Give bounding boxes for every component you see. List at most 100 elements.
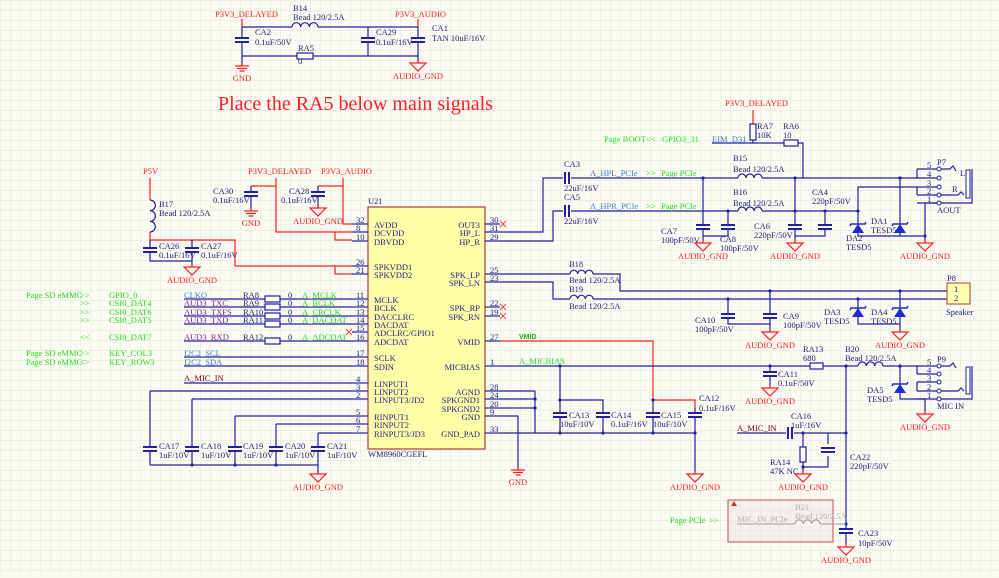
component-ref-da2: DA2: [846, 233, 863, 243]
net-label: AUD3_TXC: [184, 298, 228, 308]
audio-gnd-label: AUDIO_GND: [678, 251, 728, 261]
component-ref-ca9: CA9: [783, 311, 799, 321]
audio-ground-icon: [693, 240, 713, 252]
component-ref-ra13: RA13: [803, 344, 823, 354]
resistor-value: 0: [288, 332, 292, 342]
tvs-diode-icon: [894, 308, 906, 317]
rect: [818, 225, 832, 229]
component-value-ca6: 220pF/50V: [754, 230, 794, 240]
wire: [500, 340, 696, 408]
resistor-ref: RA11: [243, 315, 263, 325]
component-value-b15: Bead 120/2.5A: [733, 164, 785, 174]
component-ref-ra5: RA5: [298, 43, 314, 53]
gnd-label: GND: [233, 73, 251, 83]
resistor-ref: RA8: [243, 290, 259, 300]
capacitor-symbol: [185, 446, 199, 452]
capacitor-symbol: [839, 528, 853, 534]
audio-ground-icon: [308, 205, 328, 217]
tvs-diode-icon: [852, 224, 864, 233]
audio-gnd-label: AUDIO_GND: [293, 216, 343, 226]
power-net-label: P5V: [143, 166, 159, 176]
connector-pin-number: 1: [927, 390, 931, 400]
component-value-b20: Bead 120/2.5A: [845, 353, 897, 363]
codec-pin-name: DACCLRC: [374, 312, 414, 322]
net-label: AUD3_TXFS: [184, 307, 232, 317]
component-ref-ca23: CA23: [858, 528, 878, 538]
component-value-ca5: 22uF/16V: [564, 216, 599, 226]
offpage-arrow-icon: >>: [80, 348, 90, 358]
junction-dot: [558, 398, 562, 402]
connector-contact: [936, 363, 942, 369]
component-value-da4: TESD5: [871, 316, 897, 326]
codec-pin-number: 30: [490, 215, 499, 225]
codec-pin-name: SPKVDD1: [374, 262, 412, 272]
component-ref-b19: B19: [569, 284, 583, 294]
disabled-component-box: [727, 499, 834, 543]
codec-pin-number: 2: [356, 390, 360, 400]
no-connect-icon: [499, 220, 507, 228]
resistor-symbol: [264, 295, 281, 303]
codec-pin-number: 9: [490, 407, 494, 417]
codec-pin-name: SCLK: [374, 353, 397, 363]
component-value-ca11: 0.1uF/50V: [778, 378, 815, 388]
net-label: VMID: [519, 334, 537, 341]
codec-pin-number: 33: [490, 424, 499, 434]
component-ref-ca11: CA11: [778, 369, 798, 379]
component-ref-b17: B17: [159, 199, 173, 209]
placement-note: Place the RA5 below main signals: [218, 93, 493, 115]
offpage-arrow-icon: <>: [80, 357, 90, 367]
component-ref-b18: B18: [569, 259, 583, 269]
offpage-signal-label: GPIO3_31: [662, 134, 699, 144]
connector-contact: [936, 379, 942, 385]
codec-pin-name: RINPUT2: [374, 420, 409, 430]
ca2: [235, 38, 249, 42]
audio-gnd-label: AUDIO_GND: [770, 251, 820, 261]
codec-pin-number: 11: [356, 290, 364, 300]
resistor-symbol: [749, 123, 757, 141]
codec-pin-name: DACDAT: [374, 320, 409, 330]
wire: [702, 178, 826, 243]
ferrite-bead-symbol: [857, 361, 884, 367]
junction-dot: [856, 297, 860, 301]
junction-dot: [898, 176, 902, 180]
connector-pin-number: 4: [927, 365, 932, 375]
ground-icon: [511, 467, 525, 476]
rect: [311, 192, 325, 196]
resistor-value: 0: [288, 298, 292, 308]
resistor-symbol: [783, 139, 799, 147]
audio-ground-icon: [760, 329, 780, 341]
wire: [857, 178, 937, 243]
component-value-b19: Bead 120/2.5A: [569, 301, 621, 311]
codec-pin-name: AVDD: [374, 220, 397, 230]
rect: [269, 447, 283, 451]
power-net-label: P3V3_AUDIO: [395, 9, 446, 19]
speaker-connector-body: [946, 282, 971, 305]
junction-dot: [923, 234, 927, 238]
junction-dot: [768, 289, 772, 293]
offpage-port-label: Page PCIe: [661, 168, 697, 178]
capacitor-symbol: [269, 446, 283, 452]
resistor-ref: RA9: [243, 298, 259, 308]
net-label: AUD3_RXD: [184, 332, 229, 342]
component-ref-ca17: CA17: [159, 441, 179, 451]
ferrite-bead-symbol: [569, 294, 594, 300]
net-label: A_BCLK: [302, 298, 336, 308]
codec-part-number: WM8960CGEFL: [368, 449, 428, 459]
component-ref-da3: DA3: [824, 307, 841, 317]
codec-pin-name: GND_PAD: [441, 429, 480, 439]
codec-pin-number: 21: [356, 265, 365, 275]
rect: [821, 448, 835, 452]
rect: [738, 210, 762, 212]
resistor-symbol: [264, 337, 281, 345]
rect: [143, 447, 157, 451]
offpage-signal-label: KEY_COL3: [109, 348, 152, 358]
rect: [570, 298, 593, 300]
codec-pin-name: RINPUT3/JD3: [374, 429, 425, 439]
net-label: I2C2_SCL: [184, 348, 221, 358]
connector-contact: [936, 371, 942, 377]
capacitor-symbol: [721, 224, 735, 230]
component-ref-ca4: CA4: [812, 187, 829, 197]
component-ref-ca27: CA27: [201, 241, 221, 251]
ground-icon: [244, 208, 258, 217]
jack-body: [965, 366, 971, 395]
